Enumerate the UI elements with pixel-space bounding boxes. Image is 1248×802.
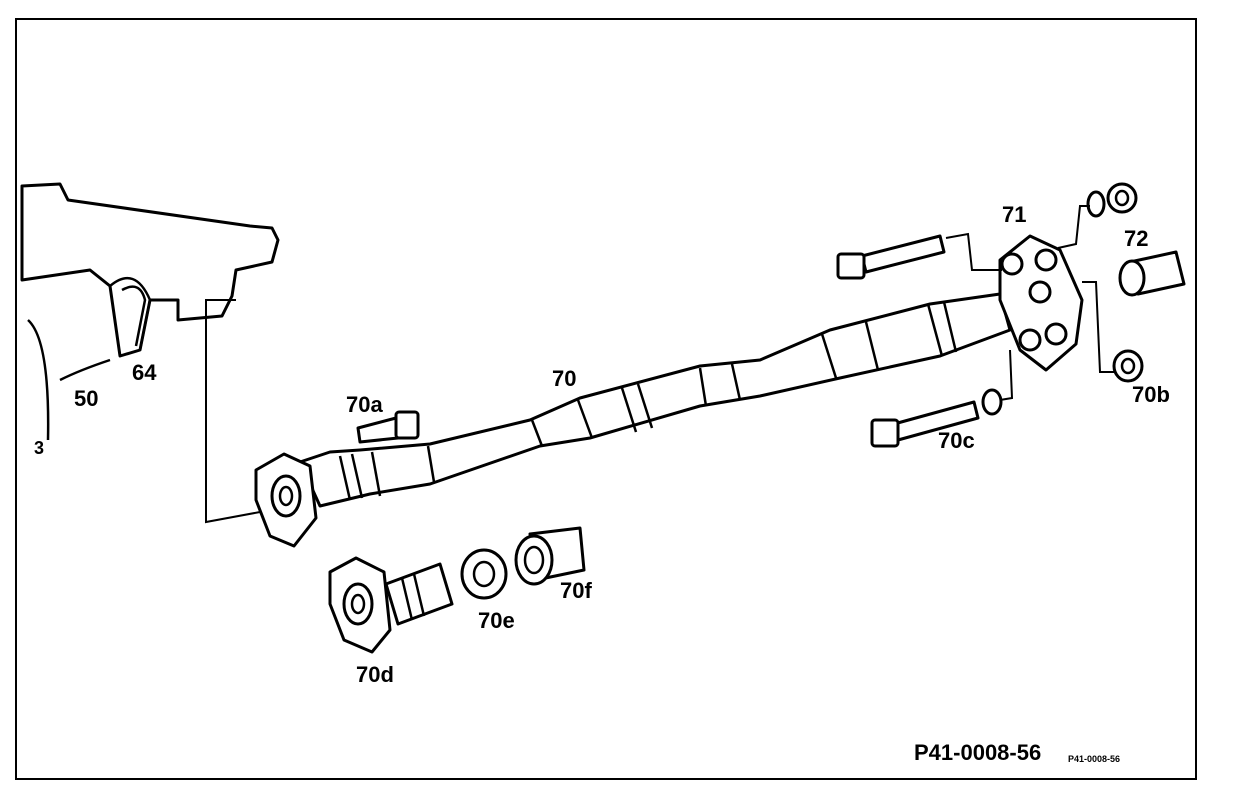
label-72: 72 xyxy=(1124,226,1148,251)
leader-lines xyxy=(205,205,1116,524)
bolt-70a xyxy=(356,410,420,444)
figure-code-small: P41-0008-56 xyxy=(1068,754,1120,764)
figure-code: P41-0008-56 xyxy=(914,740,1041,765)
label-71: 71 xyxy=(1002,202,1026,227)
label-70a: 70a xyxy=(346,392,383,417)
sleeve-70f xyxy=(514,526,586,586)
transmission-housing xyxy=(20,182,280,441)
label-3: 3 xyxy=(34,438,44,458)
flex-disc xyxy=(998,234,1084,372)
label-70f: 70f xyxy=(560,578,592,603)
nut-70b-upper xyxy=(1086,182,1138,218)
label-70: 70 xyxy=(552,366,576,391)
front-flange xyxy=(254,452,318,548)
drive-shaft xyxy=(298,292,1012,508)
label-70d: 70d xyxy=(356,662,394,687)
bolt-70c xyxy=(870,388,1003,448)
label-70c: 70c xyxy=(938,428,975,453)
label-50: 50 xyxy=(74,386,98,411)
label-70b: 70b xyxy=(1132,382,1170,407)
diagram-frame xyxy=(15,18,1197,780)
centering-sleeve-72 xyxy=(1118,250,1186,297)
flange-70d xyxy=(328,556,454,654)
bolt-upper xyxy=(836,234,946,280)
label-64: 64 xyxy=(132,360,157,385)
nut-70e xyxy=(460,548,508,600)
label-70e: 70e xyxy=(478,608,515,633)
nut-70b-lower xyxy=(1112,349,1144,383)
